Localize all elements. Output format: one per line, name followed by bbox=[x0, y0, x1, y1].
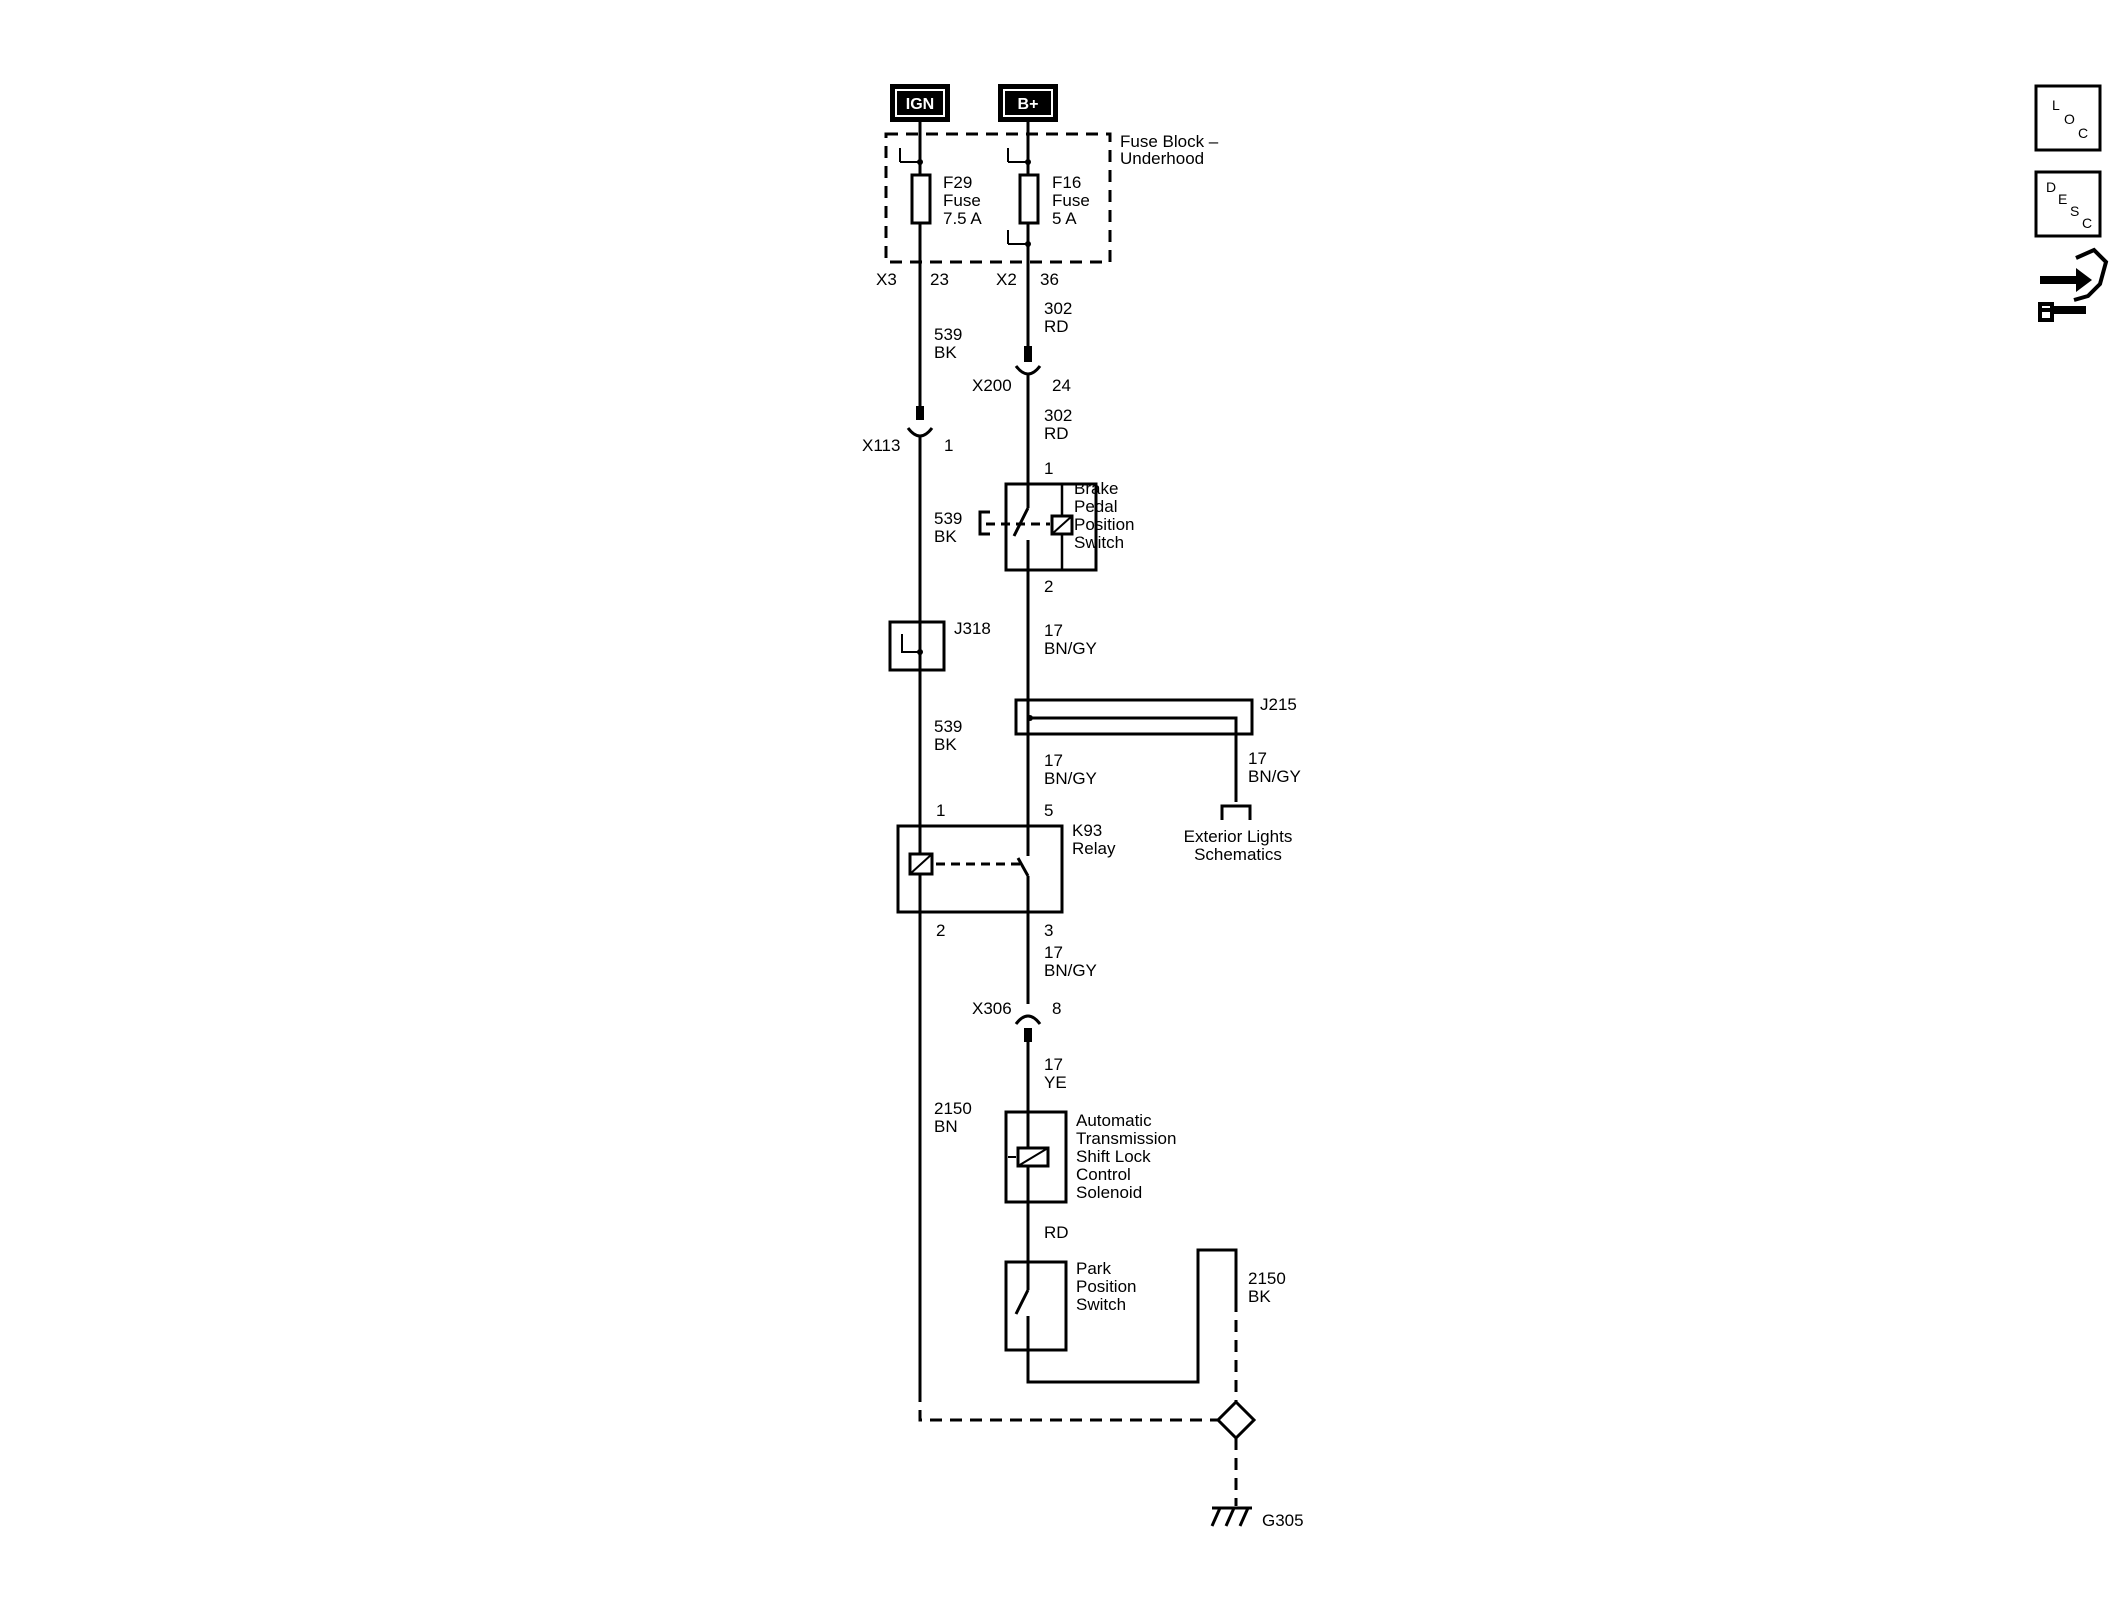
wire-2150-left-circuit: 2150 bbox=[934, 1099, 972, 1118]
exterior-lights-reference bbox=[1220, 804, 1252, 820]
f16-pin: 36 bbox=[1040, 270, 1059, 289]
f16-type: Fuse bbox=[1052, 191, 1090, 210]
loc-letter-3: C bbox=[2078, 125, 2088, 141]
fuse-block-outline bbox=[884, 132, 1112, 264]
fuse-f29 bbox=[910, 173, 932, 225]
bplus-source: B+ bbox=[998, 84, 1058, 122]
f29-rating: 7.5 A bbox=[943, 209, 982, 228]
k93-pin3: 3 bbox=[1044, 921, 1053, 940]
wire-2150-right-color: BK bbox=[1248, 1287, 1271, 1306]
f16-rating: 5 A bbox=[1052, 209, 1077, 228]
wire-302-mid-color: RD bbox=[1044, 424, 1069, 443]
wire-302-top-color: RD bbox=[1044, 317, 1069, 336]
park-switch-line1: Park bbox=[1076, 1259, 1111, 1278]
j215-label: J215 bbox=[1260, 695, 1297, 714]
wire-539-top-circuit: 539 bbox=[934, 325, 962, 344]
bplus-label: B+ bbox=[1018, 96, 1039, 113]
ign-source: IGN bbox=[890, 84, 950, 122]
k93-pin1: 1 bbox=[936, 801, 945, 820]
wire-2150-right-circuit: 2150 bbox=[1248, 1269, 1286, 1288]
wire-2150-right bbox=[1026, 1248, 1238, 1384]
wire-17-d-color: BN/GY bbox=[1248, 767, 1301, 786]
wire-17-a-circuit: 17 bbox=[1044, 621, 1063, 640]
fuse-f16 bbox=[1018, 173, 1040, 225]
f16-name: F16 bbox=[1052, 173, 1081, 192]
wire-539-mid-circuit: 539 bbox=[934, 509, 962, 528]
brake-switch-pin-bottom: 2 bbox=[1044, 577, 1053, 596]
desc-letter-3: S bbox=[2070, 203, 2079, 219]
ign-label: IGN bbox=[906, 96, 934, 113]
brake-switch-line3: Position bbox=[1074, 515, 1134, 534]
x306-pin: 8 bbox=[1052, 999, 1061, 1018]
ground-g305 bbox=[1210, 1506, 1252, 1527]
wire-302-top-circuit: 302 bbox=[1044, 299, 1072, 318]
x200-connector bbox=[1014, 365, 1042, 376]
desc-letter-1: D bbox=[2046, 179, 2056, 195]
x306-connector bbox=[1014, 1014, 1042, 1025]
wire-17-c-circuit: 17 bbox=[1044, 943, 1063, 962]
ground-splice bbox=[1215, 1399, 1257, 1441]
wire-17-b-circuit: 17 bbox=[1044, 751, 1063, 770]
brake-switch-line4: Switch bbox=[1074, 533, 1124, 552]
k93-line1: K93 bbox=[1072, 821, 1102, 840]
k93-pin5: 5 bbox=[1044, 801, 1053, 820]
wire-2150-left-color: BN bbox=[934, 1117, 958, 1136]
fuse-block-label: Fuse Block – bbox=[1120, 132, 1219, 151]
wire-302-mid-circuit: 302 bbox=[1044, 406, 1072, 425]
description-icon[interactable]: D E S C bbox=[2034, 170, 2102, 238]
x306-name: X306 bbox=[972, 999, 1012, 1018]
wire-17-a-color: BN/GY bbox=[1044, 639, 1097, 658]
f29-name: F29 bbox=[943, 173, 972, 192]
wire-17-b-color: BN/GY bbox=[1044, 769, 1097, 788]
connector-repair-icon[interactable] bbox=[2038, 247, 2109, 322]
j318-label: J318 bbox=[954, 619, 991, 638]
x113-name: X113 bbox=[862, 436, 900, 455]
f29-pin: 23 bbox=[930, 270, 949, 289]
wire-17-d-circuit: 17 bbox=[1248, 749, 1267, 768]
location-icon[interactable]: L O C bbox=[2034, 84, 2102, 152]
k93-pin2: 2 bbox=[936, 921, 945, 940]
solenoid-line4: Control bbox=[1076, 1165, 1131, 1184]
solenoid-line1: Automatic bbox=[1076, 1111, 1152, 1130]
f29-type: Fuse bbox=[943, 191, 981, 210]
wire-rd-color: RD bbox=[1044, 1223, 1069, 1242]
f16-connector: X2 bbox=[996, 270, 1017, 289]
exterior-lights-line1: Exterior Lights bbox=[1184, 827, 1293, 846]
loc-letter-2: O bbox=[2064, 111, 2075, 127]
ground-label: G305 bbox=[1262, 1511, 1304, 1530]
solenoid-line3: Shift Lock bbox=[1076, 1147, 1151, 1166]
desc-letter-2: E bbox=[2058, 191, 2067, 207]
wire-17-c-color: BN/GY bbox=[1044, 961, 1097, 980]
wire-539-top-color: BK bbox=[934, 343, 957, 362]
brake-switch-pin-top: 1 bbox=[1044, 459, 1053, 478]
brake-switch-line2: Pedal bbox=[1074, 497, 1117, 516]
exterior-lights-line2: Schematics bbox=[1194, 845, 1282, 864]
park-switch-line2: Position bbox=[1076, 1277, 1136, 1296]
park-position-switch bbox=[1004, 1260, 1068, 1352]
x113-pin: 1 bbox=[944, 436, 953, 455]
desc-letter-4: C bbox=[2082, 215, 2092, 231]
x200-name: X200 bbox=[972, 376, 1012, 395]
k93-line2: Relay bbox=[1072, 839, 1116, 858]
loc-letter-1: L bbox=[2052, 97, 2060, 113]
fuse-block-label2: Underhood bbox=[1120, 149, 1204, 168]
wire-17-e-color: YE bbox=[1044, 1073, 1067, 1092]
wire-539-low-circuit: 539 bbox=[934, 717, 962, 736]
wire-17-e-circuit: 17 bbox=[1044, 1055, 1063, 1074]
wire-539-low-color: BK bbox=[934, 735, 957, 754]
wire-539-mid-color: BK bbox=[934, 527, 957, 546]
f29-connector: X3 bbox=[876, 270, 897, 289]
splice-j318 bbox=[888, 620, 946, 672]
park-switch-line3: Switch bbox=[1076, 1295, 1126, 1314]
solenoid-line2: Transmission bbox=[1076, 1129, 1176, 1148]
x200-pin: 24 bbox=[1052, 376, 1071, 395]
solenoid-line5: Solenoid bbox=[1076, 1183, 1142, 1202]
x113-connector bbox=[906, 427, 934, 438]
brake-switch-line1: Brake bbox=[1074, 479, 1118, 498]
